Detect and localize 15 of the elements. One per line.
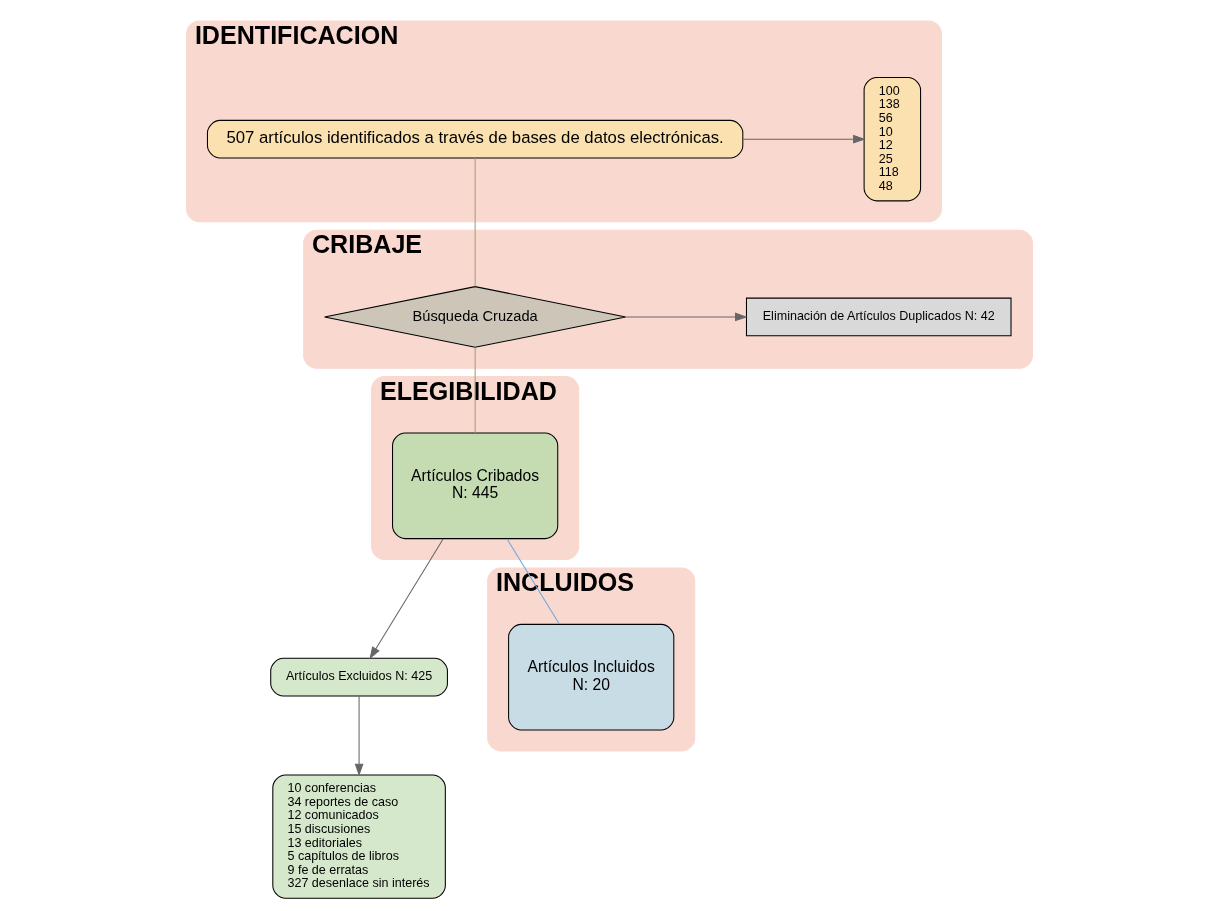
arrow bbox=[369, 538, 444, 660]
connector bbox=[474, 157, 476, 287]
node-box: Eliminación de Artículos Duplicados N: 42 bbox=[745, 297, 1012, 337]
node-box: Artículos Excluidos N: 425 bbox=[270, 657, 448, 697]
connector bbox=[506, 538, 560, 625]
arrow bbox=[625, 312, 748, 322]
connector bbox=[474, 346, 476, 434]
node-diamond: Búsqueda Cruzada bbox=[324, 286, 627, 348]
node-box: 507 artículos identificados a través de bases de datos electrónicas. bbox=[206, 119, 744, 159]
node-box: Artículos Incluidos N: 20 bbox=[508, 623, 675, 731]
node-box: Artículos Cribados N: 445 bbox=[392, 432, 559, 540]
arrow bbox=[354, 695, 364, 777]
arrow bbox=[742, 134, 866, 144]
node-box: 100 138 56 10 12 25 118 48 bbox=[863, 77, 922, 202]
node-box: 10 conferencias 34 reportes de caso 12 comunicados 15 discusiones 13 editoriales 5 capítulos de libros 9 fe de erratas 327 desenlace sin interés bbox=[272, 774, 446, 899]
